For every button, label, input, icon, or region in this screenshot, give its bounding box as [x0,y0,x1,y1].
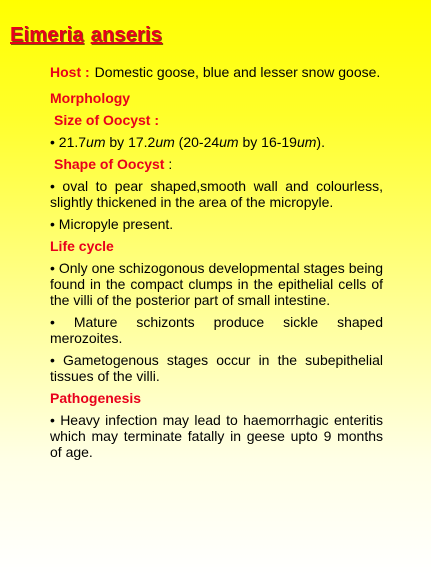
host-paragraph: Host :Domestic goose, blue and lesser sn… [50,62,383,82]
size-unit-1: um [86,134,106,150]
size-text-5: ). [316,134,325,150]
size-heading: Size of Oocyst : [54,112,160,128]
title-genus: Eimeria [10,24,84,46]
life-cycle-bullet: • Gametogenous stages occur in the subep… [50,352,383,384]
page-title: Eimeria anseris [10,24,162,47]
host-label: Host : [50,64,90,80]
shape-bullet: • oval to pear shaped,smooth wall and co… [50,178,383,210]
size-bullet: • 21.7um by 17.2um (20-24um by 16-19um). [50,134,383,150]
life-cycle-heading: Life cycle [50,238,114,254]
size-unit-2: um [155,134,175,150]
shape-heading: Shape of Oocyst [54,156,165,172]
size-text-1: • 21.7 [50,134,87,150]
shape-colon: : [164,156,173,172]
slide-content: Host :Domestic goose, blue and lesser sn… [50,62,383,466]
host-text: Domestic goose, blue and lesser snow goo… [94,64,381,80]
life-cycle-bullet: • Only one schizogonous developmental st… [50,260,383,308]
morphology-heading: Morphology [50,90,131,106]
size-unit-3: um [219,134,239,150]
size-text-3: (20-24 [174,134,220,150]
pathogenesis-heading: Pathogenesis [50,390,142,406]
pathogenesis-bullet: • Heavy infection may lead to haemorrhag… [50,412,383,460]
size-text-2: by 17.2 [105,134,156,150]
shape-heading-line: Shape of Oocyst : [54,156,383,172]
size-text-4: by 16-19 [238,134,297,150]
life-cycle-bullet: • Mature schizonts produce sickle shaped… [50,314,383,346]
size-unit-4: um [296,134,317,150]
title-species: anseris [90,24,163,46]
micropyle-bullet: • Micropyle present. [50,216,174,232]
